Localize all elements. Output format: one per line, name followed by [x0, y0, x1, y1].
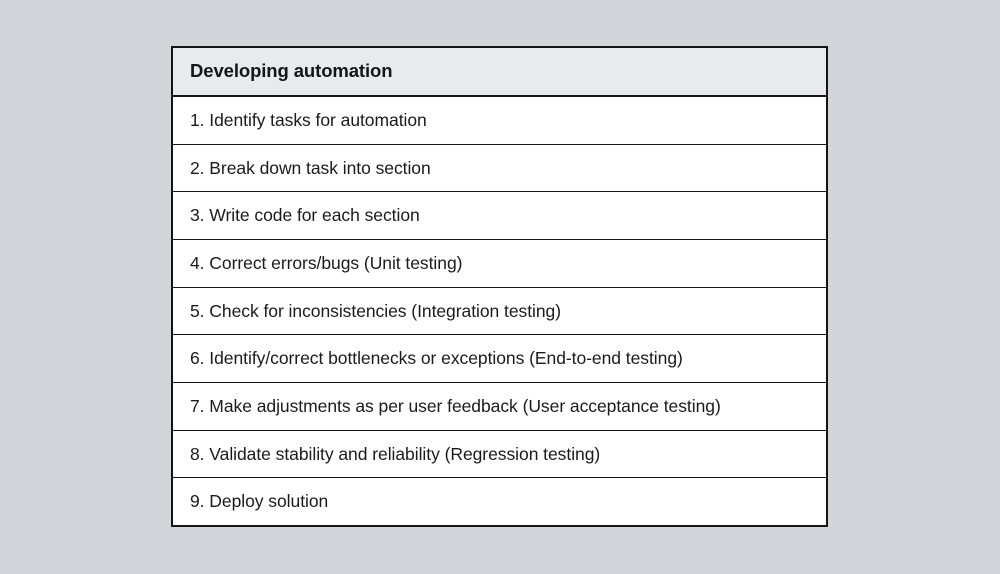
table-row: 7. Make adjustments as per user feedback…: [173, 383, 826, 431]
table-row: 9. Deploy solution: [173, 478, 826, 526]
table-row-label: 3. Write code for each section: [190, 205, 420, 226]
table-row: 4. Correct errors/bugs (Unit testing): [173, 240, 826, 288]
table-body: 1. Identify tasks for automation 2. Brea…: [173, 97, 826, 526]
table-row-label: 8. Validate stability and reliability (R…: [190, 443, 601, 464]
table-title: Developing automation: [190, 60, 393, 82]
developing-automation-table: Developing automation 1. Identify tasks …: [171, 46, 828, 527]
table-row-label: 1. Identify tasks for automation: [190, 109, 427, 130]
table-row-label: 4. Correct errors/bugs (Unit testing): [190, 252, 463, 273]
table-row-label: 9. Deploy solution: [190, 491, 329, 512]
table-row-label: 5. Check for inconsistencies (Integratio…: [190, 300, 562, 321]
table-header-row: Developing automation: [173, 48, 826, 97]
table-row: 3. Write code for each section: [173, 192, 826, 241]
table-row: 5. Check for inconsistencies (Integratio…: [173, 287, 826, 336]
table-row-label: 7. Make adjustments as per user feedback…: [190, 395, 721, 416]
table-row-label: 2. Break down task into section: [190, 157, 431, 178]
table-row: 8. Validate stability and reliability (R…: [173, 430, 826, 479]
table-row: 6. Identify/correct bottlenecks or excep…: [173, 335, 826, 384]
table-row: 1. Identify tasks for automation: [173, 97, 826, 145]
table-row: 2. Break down task into section: [173, 144, 826, 193]
table-row-label: 6. Identify/correct bottlenecks or excep…: [190, 348, 683, 369]
